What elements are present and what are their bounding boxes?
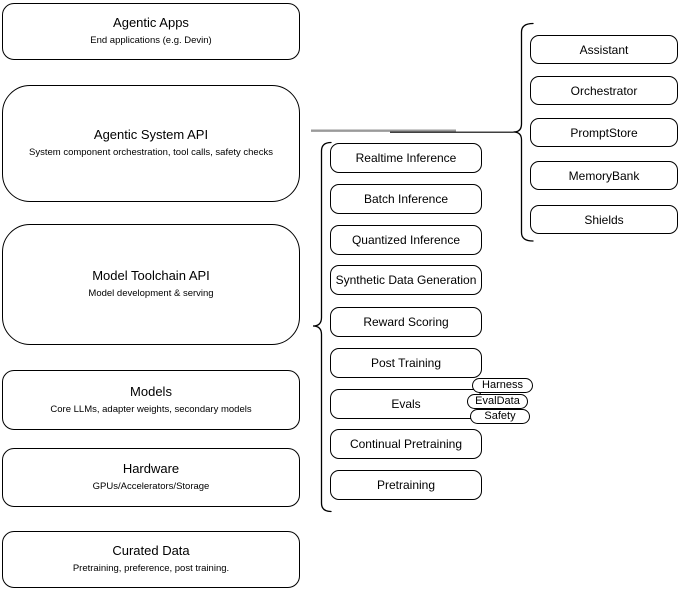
node-synthetic-data-generation: Synthetic Data Generation bbox=[330, 265, 482, 295]
node-batch-inference: Batch Inference bbox=[330, 184, 482, 214]
node-title: Agentic Apps bbox=[113, 15, 189, 31]
node-label: Pretraining bbox=[376, 478, 436, 492]
tag-evaldata: EvalData bbox=[467, 394, 528, 409]
node-label: Shields bbox=[584, 212, 624, 227]
node-models: Models Core LLMs, adapter weights, secon… bbox=[2, 370, 300, 430]
node-label: Continual Pretraining bbox=[349, 437, 463, 451]
node-title: Agentic System API bbox=[93, 127, 209, 143]
node-label: Assistant bbox=[579, 42, 629, 57]
tag-label: Safety bbox=[484, 410, 516, 422]
node-curated-data: Curated Data Pretraining, preference, po… bbox=[2, 531, 300, 588]
tag-label: EvalData bbox=[475, 395, 520, 407]
node-agentic-apps: Agentic Apps End applications (e.g. Devi… bbox=[2, 3, 300, 60]
curly-bracket-system-group bbox=[513, 22, 534, 242]
node-label: Orchestrator bbox=[570, 83, 638, 98]
node-model-toolchain-api: Model Toolchain API Model development & … bbox=[2, 224, 300, 345]
node-title: Model Toolchain API bbox=[92, 268, 210, 284]
node-label: Realtime Inference bbox=[355, 151, 457, 165]
node-assistant: Assistant bbox=[530, 35, 678, 64]
node-label: Batch Inference bbox=[363, 192, 449, 206]
node-title: Models bbox=[130, 383, 172, 399]
node-label: Quantized Inference bbox=[351, 233, 461, 247]
node-label: Reward Scoring bbox=[363, 315, 449, 329]
node-agentic-system-api: Agentic System API System component orch… bbox=[2, 85, 300, 202]
node-promptstore: PromptStore bbox=[530, 118, 678, 147]
node-title: Curated Data bbox=[112, 543, 190, 559]
tag-label: Harness bbox=[482, 379, 523, 391]
node-subtitle: System component orchestration, tool cal… bbox=[29, 147, 273, 159]
node-hardware: Hardware GPUs/Accelerators/Storage bbox=[2, 448, 300, 507]
node-shields: Shields bbox=[530, 205, 678, 234]
node-label: PromptStore bbox=[570, 125, 638, 140]
node-subtitle: Pretraining, preference, post training. bbox=[72, 563, 230, 575]
node-quantized-inference: Quantized Inference bbox=[330, 225, 482, 255]
curly-bracket-toolchain-group bbox=[312, 141, 332, 513]
node-label: Evals bbox=[391, 397, 421, 411]
node-pretraining: Pretraining bbox=[330, 470, 482, 500]
node-realtime-inference: Realtime Inference bbox=[330, 143, 482, 173]
node-label: Synthetic Data Generation bbox=[335, 273, 477, 287]
node-memorybank: MemoryBank bbox=[530, 161, 678, 190]
node-label: MemoryBank bbox=[568, 168, 640, 183]
node-title: Hardware bbox=[122, 461, 180, 477]
node-post-training: Post Training bbox=[330, 348, 482, 378]
tag-safety: Safety bbox=[470, 409, 530, 424]
tag-harness: Harness bbox=[472, 378, 533, 393]
node-orchestrator: Orchestrator bbox=[530, 76, 678, 105]
node-evals: Evals bbox=[330, 389, 482, 419]
node-subtitle: End applications (e.g. Devin) bbox=[90, 35, 212, 47]
node-subtitle: Model development & serving bbox=[88, 288, 214, 300]
node-subtitle: Core LLMs, adapter weights, secondary mo… bbox=[50, 403, 252, 415]
node-reward-scoring: Reward Scoring bbox=[330, 307, 482, 337]
node-continual-pretraining: Continual Pretraining bbox=[330, 429, 482, 459]
node-subtitle: GPUs/Accelerators/Storage bbox=[92, 481, 210, 493]
node-label: Post Training bbox=[370, 356, 442, 370]
